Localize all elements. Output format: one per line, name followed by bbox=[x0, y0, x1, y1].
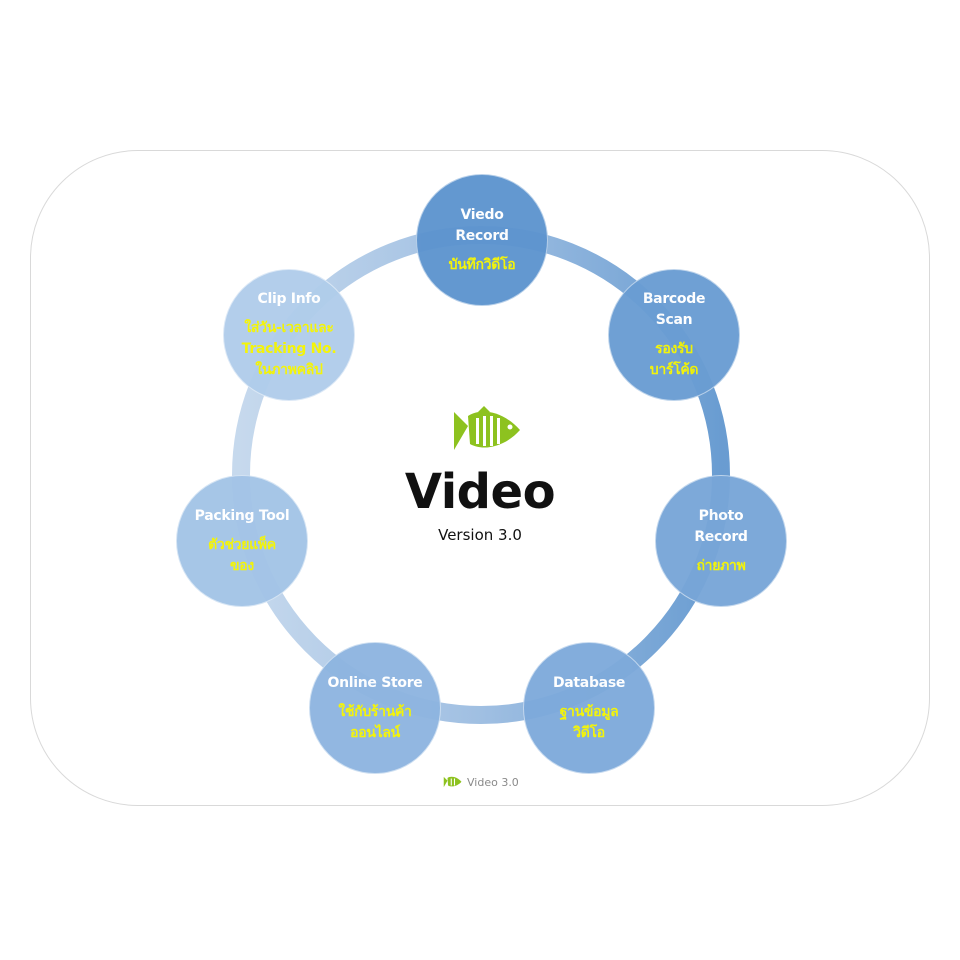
footer: Video 3.0 bbox=[440, 773, 519, 791]
node-photo-record[interactable]: Photo Record ถ่ายภาพ bbox=[655, 475, 787, 607]
footer-label: Video 3.0 bbox=[467, 775, 519, 789]
node-title: Clip Info bbox=[257, 291, 321, 307]
node-video-record[interactable]: Viedo Record บันทึกวิดีโอ bbox=[416, 174, 548, 306]
node-subtitle: ใช้กับร้านค้า ออนไลน์ bbox=[338, 703, 412, 741]
fish-logo-small-icon bbox=[443, 776, 462, 788]
app-version: Version 3.0 bbox=[438, 526, 522, 544]
node-subtitle: ตัวช่วยแพ็ค ของ bbox=[208, 536, 276, 574]
node-database[interactable]: Database ฐานข้อมูล วิดีโอ bbox=[523, 642, 655, 774]
node-online-store[interactable]: Online Store ใช้กับร้านค้า ออนไลน์ bbox=[309, 642, 441, 774]
node-subtitle: รองรับ บาร์โค้ด bbox=[649, 341, 699, 378]
node-barcode-scan[interactable]: Barcode Scan รองรับ บาร์โค้ด bbox=[608, 269, 740, 401]
node-title: Database bbox=[552, 674, 626, 691]
node-title: Online Store bbox=[327, 674, 423, 691]
node-subtitle: ฐานข้อมูล วิดีโอ bbox=[559, 703, 619, 741]
node-subtitle: บันทึกวิดีโอ bbox=[448, 256, 516, 273]
node-title: Viedo Record bbox=[455, 206, 509, 244]
node-clip-info[interactable]: Clip Info ใส่วัน-เวลาและ Tracking No. ในภ… bbox=[223, 269, 355, 401]
app-title: Video bbox=[404, 464, 556, 520]
node-subtitle: ถ่ายภาพ bbox=[696, 557, 746, 574]
node-subtitle: ใส่วัน-เวลาและ Tracking No. ในภาพคลิป bbox=[241, 320, 337, 378]
node-packing-tool[interactable]: Packing Tool ตัวช่วยแพ็ค ของ bbox=[176, 475, 308, 607]
node-title: Barcode Scan bbox=[642, 291, 706, 328]
node-title: Photo Record bbox=[694, 507, 748, 545]
fish-logo-icon bbox=[454, 406, 520, 450]
node-title: Packing Tool bbox=[194, 507, 290, 524]
